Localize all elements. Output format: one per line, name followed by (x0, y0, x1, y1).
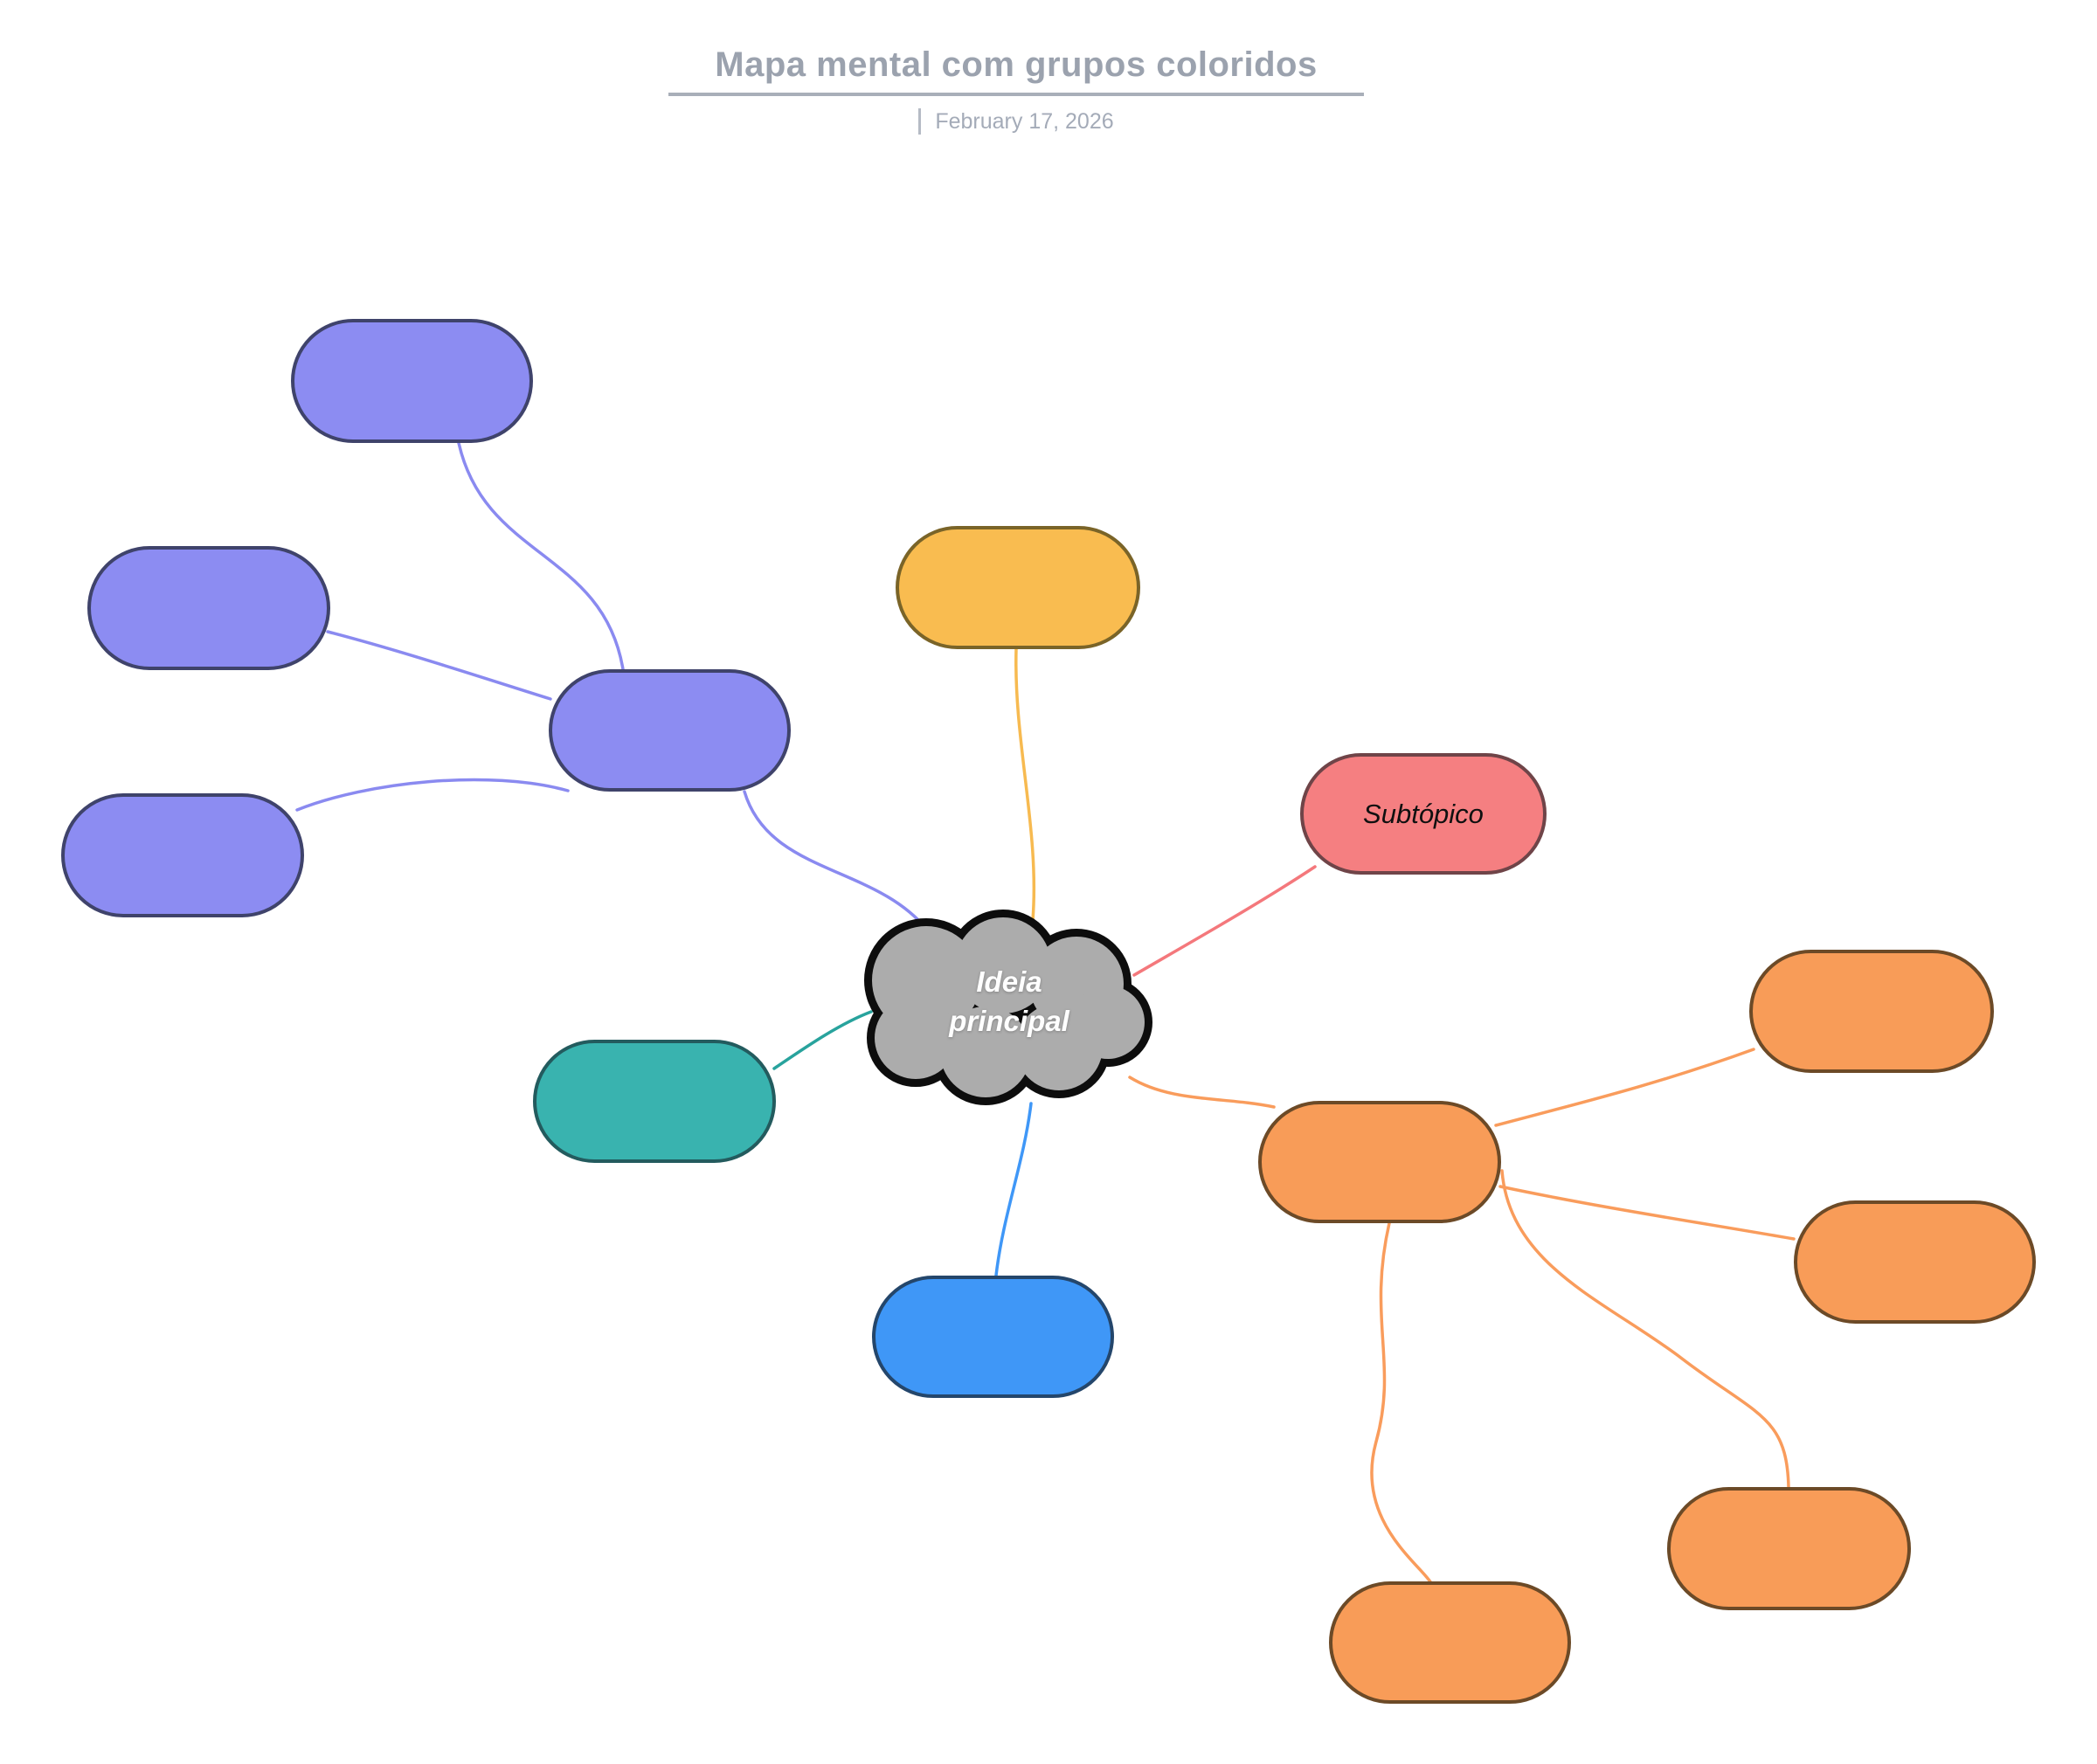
yellow-edge (1014, 647, 1036, 922)
edge-yellow-to-cloud (1014, 647, 1036, 922)
node-subtopic[interactable]: Subtópico (1300, 753, 1547, 875)
node-orange-bottom-right[interactable] (1667, 1487, 1911, 1610)
edge-cloud-to-blue (994, 1102, 1033, 1277)
blue-edge (994, 1102, 1033, 1277)
date-row: February 17, 2026 (667, 108, 1366, 135)
edge-orangehub-to-bottom (1370, 1221, 1433, 1585)
page-title: Mapa mental com grupos coloridos (715, 45, 1318, 84)
edge-cloud-to-orange-hub (1128, 1076, 1276, 1109)
edge-orangehub-to-bot-right (1500, 1169, 1790, 1489)
node-orange-right[interactable] (1794, 1200, 2036, 1324)
node-purple-left-bottom[interactable] (61, 793, 304, 917)
date-divider-bar (918, 108, 922, 135)
node-orange-bottom[interactable] (1329, 1581, 1571, 1704)
title-underline (668, 93, 1364, 96)
teal-edge (772, 1010, 873, 1070)
edge-purple-hub-to-cloud (743, 790, 928, 930)
edge-purple-mid-to-hub (326, 630, 552, 701)
edge-purple-top-to-hub (457, 441, 625, 671)
node-label: Subtópico (1363, 798, 1484, 829)
diagram-date: February 17, 2026 (935, 108, 1114, 134)
edge-orangehub-to-top-right (1494, 1048, 1755, 1127)
node-purple-hub[interactable] (549, 669, 791, 792)
node-orange-hub[interactable] (1258, 1101, 1501, 1223)
edge-orangehub-to-right (1498, 1185, 1796, 1241)
node-purple-left-mid[interactable] (87, 546, 330, 670)
node-teal-left[interactable] (533, 1040, 776, 1163)
red-edge (1132, 865, 1317, 977)
node-yellow-top[interactable] (896, 526, 1140, 649)
node-orange-top-right[interactable] (1749, 950, 1994, 1073)
orange-edges (1128, 1048, 1796, 1585)
diagram-header: Mapa mental com grupos coloridos Februar… (667, 45, 1366, 135)
edge-cloud-to-subtopic (1132, 865, 1317, 977)
node-blue-bottom[interactable] (872, 1276, 1114, 1398)
purple-edges (295, 441, 928, 930)
edge-purple-bottom-to-hub (295, 778, 570, 812)
edge-teal-to-cloud (772, 1010, 873, 1070)
node-purple-top[interactable] (291, 319, 533, 443)
central-idea-label[interactable]: Ideia principal (949, 965, 1069, 1037)
